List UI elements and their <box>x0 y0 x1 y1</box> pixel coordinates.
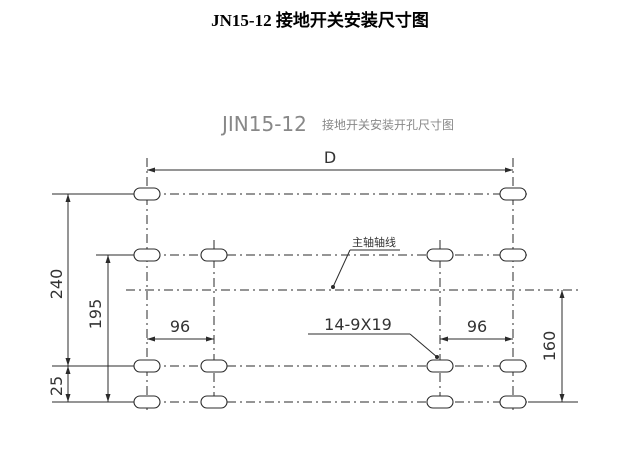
hole-slot <box>133 359 161 373</box>
dimension-96-left: 96 <box>147 317 214 342</box>
main-shaft-label: 主轴轴线 <box>352 235 396 249</box>
hole-slot <box>426 359 454 373</box>
dimension-25-label: 25 <box>47 376 66 396</box>
horizontal-center-lines <box>126 193 578 403</box>
hole-slot <box>200 395 228 409</box>
dimension-96-left-label: 96 <box>170 317 190 336</box>
mounting-holes <box>133 187 527 409</box>
hole-slot <box>133 395 161 409</box>
holes-label: 14-9X19 <box>324 315 392 334</box>
dimension-160-label: 160 <box>540 331 559 362</box>
main-shaft-leader: 主轴轴线 <box>331 235 400 289</box>
dimension-160: 160 <box>528 290 578 403</box>
dimension-195-label: 195 <box>86 299 105 330</box>
dimension-240: 240 <box>47 194 71 366</box>
dimension-25: 25 <box>47 366 71 402</box>
dimension-96-right: 96 <box>440 317 513 342</box>
dimension-240-label: 240 <box>47 269 66 300</box>
page-title: JN15-12 接地开关安装尺寸图 <box>211 11 429 30</box>
vertical-center-lines <box>146 158 514 410</box>
hole-slot <box>499 359 527 373</box>
extension-lines-left <box>52 193 132 403</box>
hole-slot <box>200 248 228 262</box>
drawing-title-cn: 接地开关安装开孔尺寸图 <box>322 117 454 132</box>
drawing-title-code: JIN15-12 <box>220 112 307 136</box>
dimension-195: 195 <box>86 255 111 402</box>
dimension-96-right-label: 96 <box>467 317 487 336</box>
hole-slot <box>200 359 228 373</box>
hole-slot <box>133 248 161 262</box>
dimension-d: D <box>147 148 513 173</box>
dimension-d-label: D <box>324 148 336 167</box>
hole-slot <box>499 395 527 409</box>
hole-slot <box>426 248 454 262</box>
hole-slot <box>426 395 454 409</box>
holes-leader: 14-9X19 <box>308 315 439 359</box>
hole-slot <box>133 187 161 201</box>
hole-slot <box>499 187 527 201</box>
hole-slot <box>499 248 527 262</box>
